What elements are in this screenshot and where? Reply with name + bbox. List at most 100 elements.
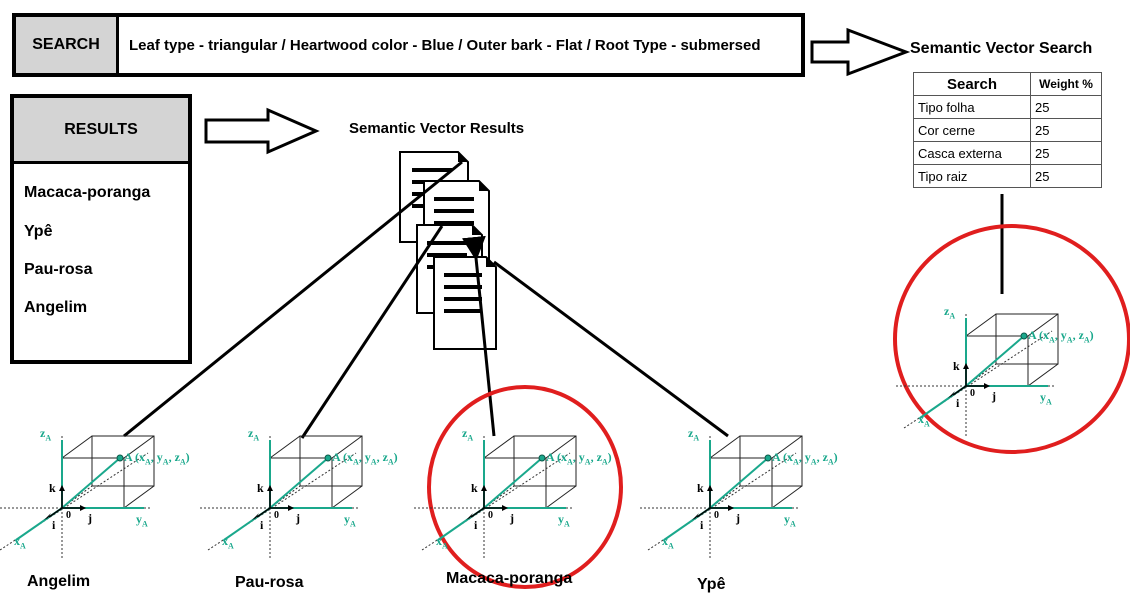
z-axis-label: zA: [462, 426, 473, 442]
unit-vector-label: k: [257, 481, 264, 495]
i-unit-label: i: [700, 518, 703, 533]
x-axis-label: xA: [662, 534, 674, 550]
unit-vector-label: k: [49, 481, 56, 495]
table-header: Weight %: [1030, 72, 1102, 96]
x-axis-label: xA: [222, 534, 234, 550]
result-item: Ypê: [24, 223, 53, 240]
caption-ype: Ypê: [697, 576, 726, 593]
point-label: , z: [816, 450, 828, 464]
point-label: ): [607, 450, 612, 464]
caption-angelim: Angelim: [27, 573, 91, 590]
z-axis-label: zA: [248, 426, 259, 442]
point-label: ): [1089, 328, 1094, 342]
axis-label: z: [40, 426, 46, 440]
results-header: RESULTS: [14, 98, 188, 164]
axis-label: x: [436, 534, 442, 548]
axis-subscript: A: [1066, 335, 1073, 345]
point-label: , z: [590, 450, 602, 464]
origin-label: 0: [488, 510, 493, 521]
axis-subscript: A: [1046, 397, 1052, 407]
k-unit-label: k: [49, 481, 56, 496]
result-item: Angelim: [24, 299, 88, 316]
table-row: Tipo folha 25: [913, 95, 1102, 119]
highlight-circle: [427, 385, 623, 589]
search-query: Leaf type - triangular / Heartwood color…: [129, 36, 761, 54]
j-unit-label: j: [992, 389, 996, 404]
axis-subscript: A: [1049, 335, 1055, 345]
axis-label: x: [662, 534, 668, 548]
y-axis-label: yA: [1040, 390, 1052, 406]
axis-subscript: A: [949, 311, 956, 321]
axis-subscript: A: [827, 457, 834, 467]
point-label: A (x: [332, 450, 353, 464]
axis-subscript: A: [350, 519, 356, 529]
x-axis-label: xA: [436, 534, 448, 550]
axis-subscript: A: [442, 541, 448, 551]
k-unit-label: k: [257, 481, 264, 496]
axis-subscript: A: [601, 457, 608, 467]
axis-subscript: A: [467, 433, 474, 443]
table-row: Tipo raiz 25: [913, 164, 1102, 188]
point-a-label: A (xA, yA, zA): [124, 450, 190, 466]
unit-vector-label: j: [88, 511, 92, 525]
k-unit-label: k: [953, 359, 960, 374]
point-label: , y: [358, 450, 371, 464]
point-label: , z: [1072, 328, 1084, 342]
axis-label: x: [918, 412, 924, 426]
axis-subscript: A: [45, 433, 52, 443]
axis-subscript: A: [253, 433, 260, 443]
axis-label: z: [688, 426, 694, 440]
unit-vector-label: i: [474, 518, 478, 532]
y-axis-label: yA: [344, 512, 356, 528]
unit-vector-label: i: [700, 518, 704, 532]
point-a-label: A (xA, yA, zA): [332, 450, 398, 466]
axis-subscript: A: [790, 519, 796, 529]
hollow-arrow-icon: [204, 107, 320, 155]
axis-subscript: A: [564, 519, 570, 529]
y-axis-label: yA: [558, 512, 570, 528]
semantic-vector-search-title: Semantic Vector Search: [910, 40, 1093, 57]
hollow-arrow-icon: [810, 27, 911, 77]
axis-subscript: A: [668, 541, 674, 551]
point-label: , y: [572, 450, 585, 464]
axis-label: x: [14, 534, 20, 548]
weight-table: Search Weight % Tipo folha 25 Cor cerne …: [913, 72, 1102, 188]
unit-vector-label: j: [510, 511, 514, 525]
unit-vector-label: i: [52, 518, 56, 532]
j-unit-label: j: [736, 511, 740, 526]
connector-line: [300, 225, 444, 439]
axis-subscript: A: [584, 457, 591, 467]
point-label: ): [185, 450, 190, 464]
i-unit-label: i: [956, 396, 959, 411]
unit-vector-label: k: [697, 481, 704, 495]
search-label: SEARCH: [16, 17, 119, 73]
origin-label: 0: [66, 510, 71, 521]
z-axis-label: zA: [944, 304, 955, 320]
j-unit-label: j: [510, 511, 514, 526]
i-unit-label: i: [52, 518, 55, 533]
point-a-label: A (xA, yA, zA): [772, 450, 838, 466]
origin-label: 0: [274, 510, 279, 521]
axis-label: y: [344, 512, 350, 526]
axis-label: y: [558, 512, 564, 526]
table-cell: Tipo raiz: [913, 164, 1031, 188]
unit-vector-label: i: [956, 396, 960, 410]
j-unit-label: j: [296, 511, 300, 526]
z-axis-label: zA: [688, 426, 699, 442]
axis-subscript: A: [353, 457, 359, 467]
axis-label: z: [248, 426, 254, 440]
point-label: , y: [798, 450, 811, 464]
k-unit-label: k: [471, 481, 478, 496]
table-header: Search: [913, 72, 1031, 96]
table-cell: Tipo folha: [913, 95, 1031, 119]
y-axis-label: yA: [784, 512, 796, 528]
axis-subscript: A: [810, 457, 817, 467]
i-unit-label: i: [260, 518, 263, 533]
x-axis-label: xA: [14, 534, 26, 550]
table-cell: Cor cerne: [913, 118, 1031, 142]
point-label: , y: [1054, 328, 1067, 342]
axis-subscript: A: [179, 457, 186, 467]
axis-subscript: A: [145, 457, 151, 467]
highlight-circle: [893, 224, 1130, 454]
